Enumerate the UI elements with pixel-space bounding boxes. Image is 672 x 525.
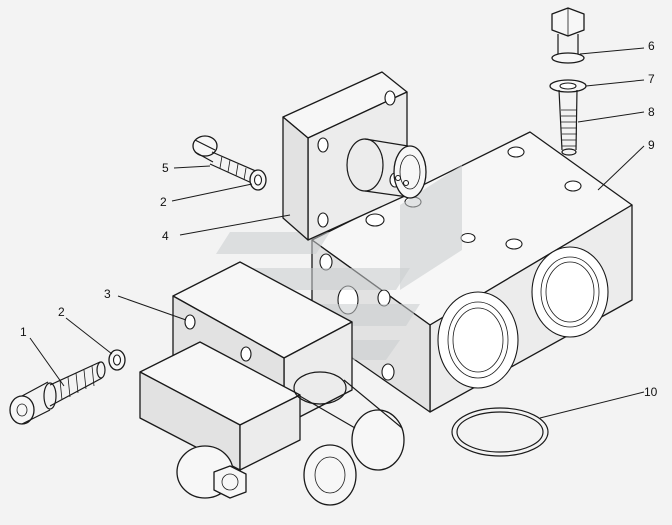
callout-3: 3 [104, 287, 111, 301]
o-ring [451, 407, 549, 457]
callout-2-lower: 2 [58, 305, 65, 319]
callout-10: 10 [644, 385, 658, 399]
hex-bolt [549, 7, 587, 156]
socket-screw-5 [192, 135, 259, 185]
callout-labels: 1 2 2 3 4 5 6 7 8 9 10 [20, 39, 658, 399]
callout-4: 4 [162, 229, 169, 243]
callout-5: 5 [162, 161, 169, 175]
washer-upper [249, 169, 267, 191]
solenoid-valve [139, 261, 405, 506]
callout-6: 6 [648, 39, 655, 53]
callout-2-upper: 2 [160, 195, 167, 209]
leader-lines [29, 47, 645, 419]
mounting-plate [282, 71, 427, 241]
callout-8: 8 [648, 105, 655, 119]
callout-9: 9 [648, 138, 655, 152]
callout-1: 1 [20, 325, 27, 339]
socket-screw-1 [9, 361, 106, 425]
washer-lower [108, 349, 126, 371]
callout-7: 7 [648, 72, 655, 86]
